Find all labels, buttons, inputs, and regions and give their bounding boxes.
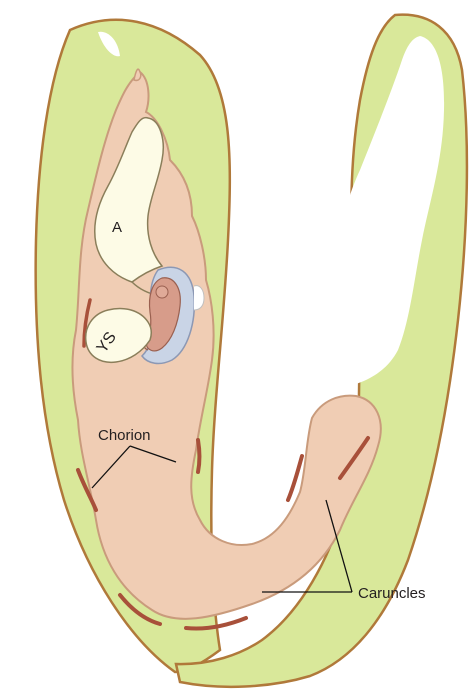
embryo-attachment xyxy=(194,286,204,310)
amnion-label: A xyxy=(112,219,122,236)
caruncle-4 xyxy=(198,440,200,472)
chorion-label: Chorion xyxy=(98,427,151,444)
caruncles-label: Caruncles xyxy=(358,585,426,602)
embryo-head xyxy=(156,286,168,298)
